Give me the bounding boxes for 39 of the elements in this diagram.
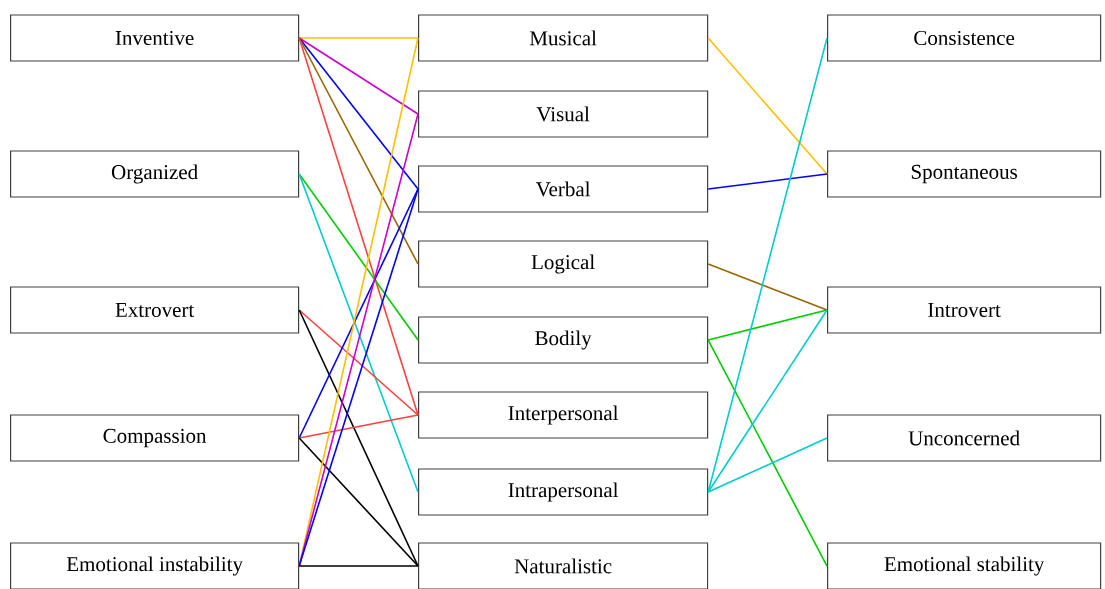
connector-line xyxy=(298,173,419,493)
label-box: Organized xyxy=(10,150,300,198)
connector-line xyxy=(707,263,828,311)
connector-line xyxy=(298,173,419,341)
connector-line xyxy=(298,309,419,567)
label-box: Inventive xyxy=(10,14,300,62)
label-box: Consistence xyxy=(827,14,1102,62)
connector-line xyxy=(298,37,419,190)
label-box: Bodily xyxy=(418,316,709,364)
connector-line xyxy=(298,37,419,39)
label-box: Logical xyxy=(418,240,709,288)
label-box: Spontaneous xyxy=(827,150,1102,198)
connector-line xyxy=(707,339,828,567)
label-box: Interpersonal xyxy=(418,391,709,439)
connector-line xyxy=(298,565,419,567)
label-box: Extrovert xyxy=(10,286,300,334)
connector-line xyxy=(298,188,419,567)
label-box: Naturalistic xyxy=(418,542,709,589)
connector-line xyxy=(707,309,828,493)
connector-line xyxy=(707,173,828,190)
label-box: Unconcerned xyxy=(827,414,1102,462)
label-box: Introvert xyxy=(827,286,1102,334)
connector-line xyxy=(707,309,828,341)
connector-line xyxy=(707,37,828,493)
connector-line xyxy=(298,37,419,115)
label-box: Compassion xyxy=(10,414,300,462)
connector-line xyxy=(298,437,419,567)
connector-line xyxy=(298,414,419,439)
label-box: Visual xyxy=(418,90,709,138)
connector-line xyxy=(298,188,419,439)
label-box: Musical xyxy=(418,14,709,62)
connector-line xyxy=(298,37,419,416)
connector-line xyxy=(707,37,828,175)
label-box: Intrapersonal xyxy=(418,468,709,516)
label-box: Emotional stability xyxy=(827,542,1102,589)
label-box: Verbal xyxy=(418,165,709,213)
label-box: Emotional instability xyxy=(10,542,300,589)
connector-line xyxy=(298,309,419,416)
connector-line xyxy=(707,437,828,493)
